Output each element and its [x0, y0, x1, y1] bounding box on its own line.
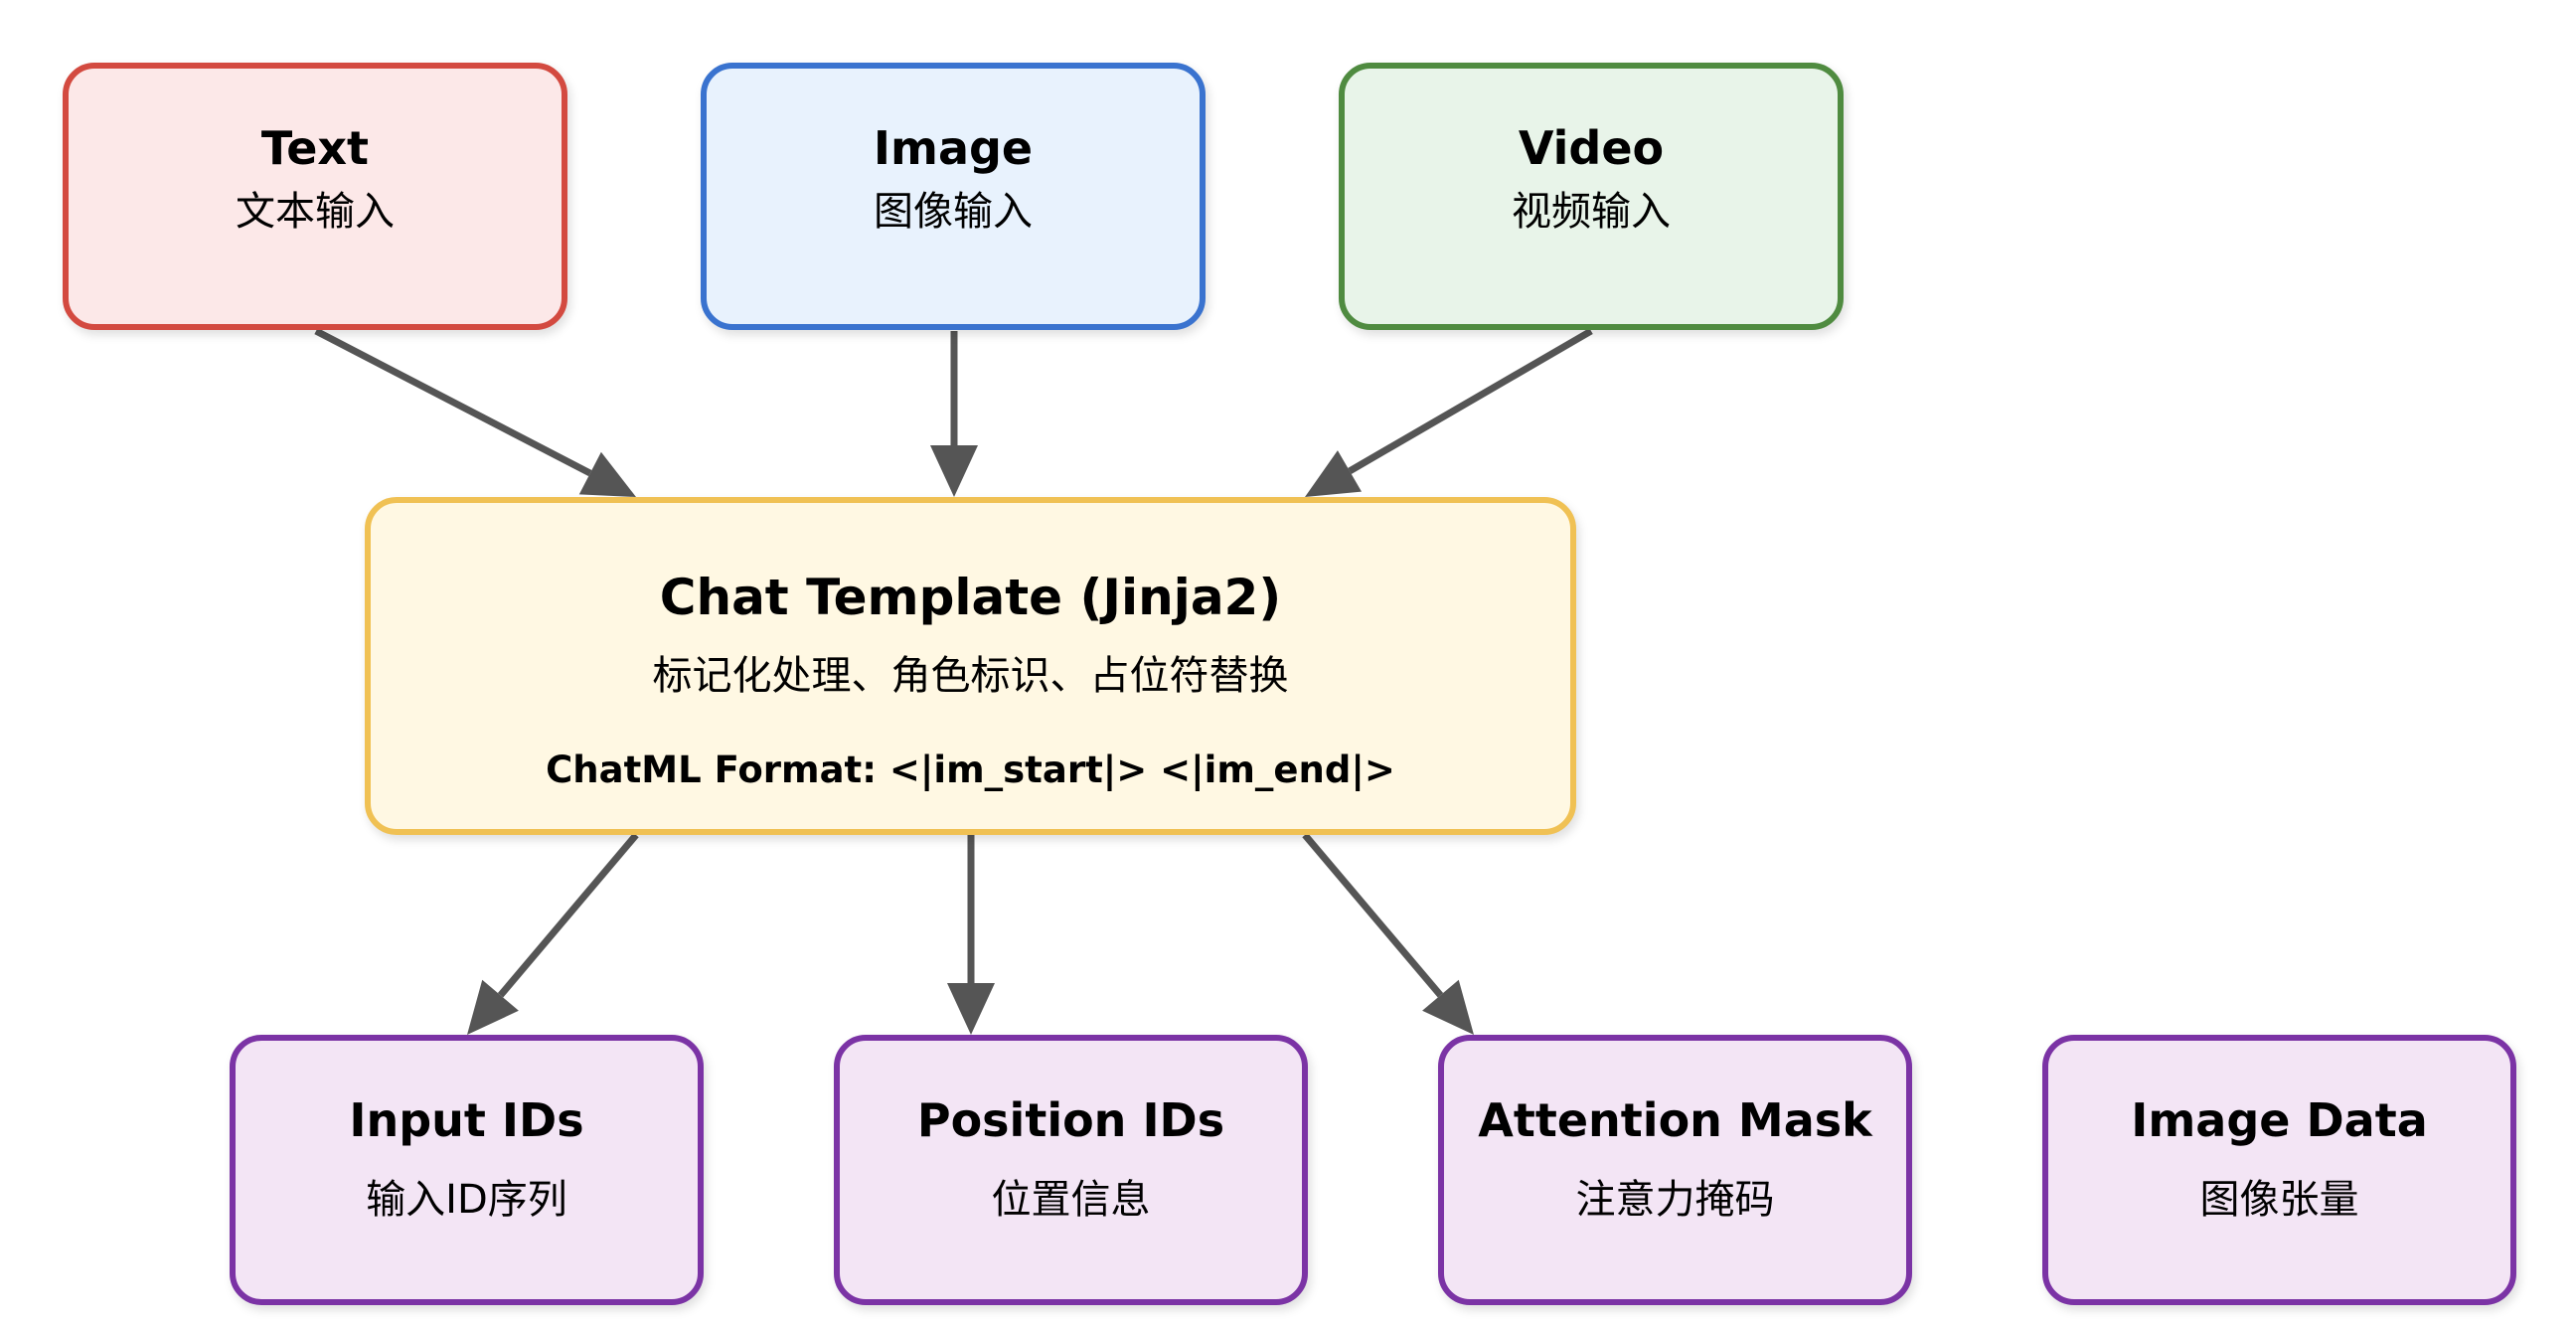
node-title: Video: [1518, 121, 1665, 175]
node-title: Position IDs: [916, 1093, 1225, 1147]
node-subtitle: 视频输入: [1512, 189, 1671, 235]
input-ids-node: Input IDs 输入ID序列: [230, 1035, 704, 1305]
node-title: Text: [260, 121, 370, 175]
node-title: Attention Mask: [1478, 1093, 1872, 1147]
node-title: Chat Template (Jinja2): [659, 569, 1282, 626]
arrowhead-chat_template-to-position_ids: [947, 983, 995, 1035]
arrowhead-image-to-chat_template: [930, 445, 978, 497]
arrowhead-chat_template-to-input_ids: [467, 979, 519, 1035]
image-data-node: Image Data 图像张量: [2042, 1035, 2516, 1305]
text-input-node: Text 文本输入: [63, 63, 567, 330]
edge-chat_template-to-attention_mask: [1302, 832, 1444, 998]
attention-mask-node: Attention Mask 注意力掩码: [1438, 1035, 1912, 1305]
image-input-node: Image 图像输入: [701, 63, 1206, 330]
node-title: Input IDs: [349, 1093, 584, 1147]
edge-chat_template-to-input_ids: [497, 832, 639, 998]
node-title: Image Data: [2131, 1093, 2428, 1147]
node-subtitle: 图像输入: [874, 189, 1033, 235]
node-subtitle: 标记化处理、角色标识、占位符替换: [652, 653, 1289, 699]
node-subtitle: 文本输入: [236, 189, 395, 235]
node-subtitle: 注意力掩码: [1575, 1177, 1775, 1223]
chatml-format-note: ChatML Format: <|im_start|> <|im_end|>: [546, 748, 1395, 791]
node-subtitle: 图像张量: [2199, 1177, 2359, 1223]
edge-video-to-chat_template: [1348, 327, 1593, 474]
node-subtitle: 输入ID序列: [366, 1177, 567, 1223]
node-title: Image: [873, 121, 1034, 175]
arrowhead-text-to-chat_template: [578, 451, 636, 497]
arrowhead-video-to-chat_template: [1305, 450, 1363, 497]
node-subtitle: 位置信息: [991, 1177, 1151, 1223]
chat-template-node: Chat Template (Jinja2) 标记化处理、角色标识、占位符替换 …: [365, 497, 1576, 835]
video-input-node: Video 视频输入: [1339, 63, 1844, 330]
edge-text-to-chat_template: [314, 327, 592, 477]
position-ids-node: Position IDs 位置信息: [834, 1035, 1308, 1305]
arrowhead-chat_template-to-attention_mask: [1422, 979, 1474, 1035]
